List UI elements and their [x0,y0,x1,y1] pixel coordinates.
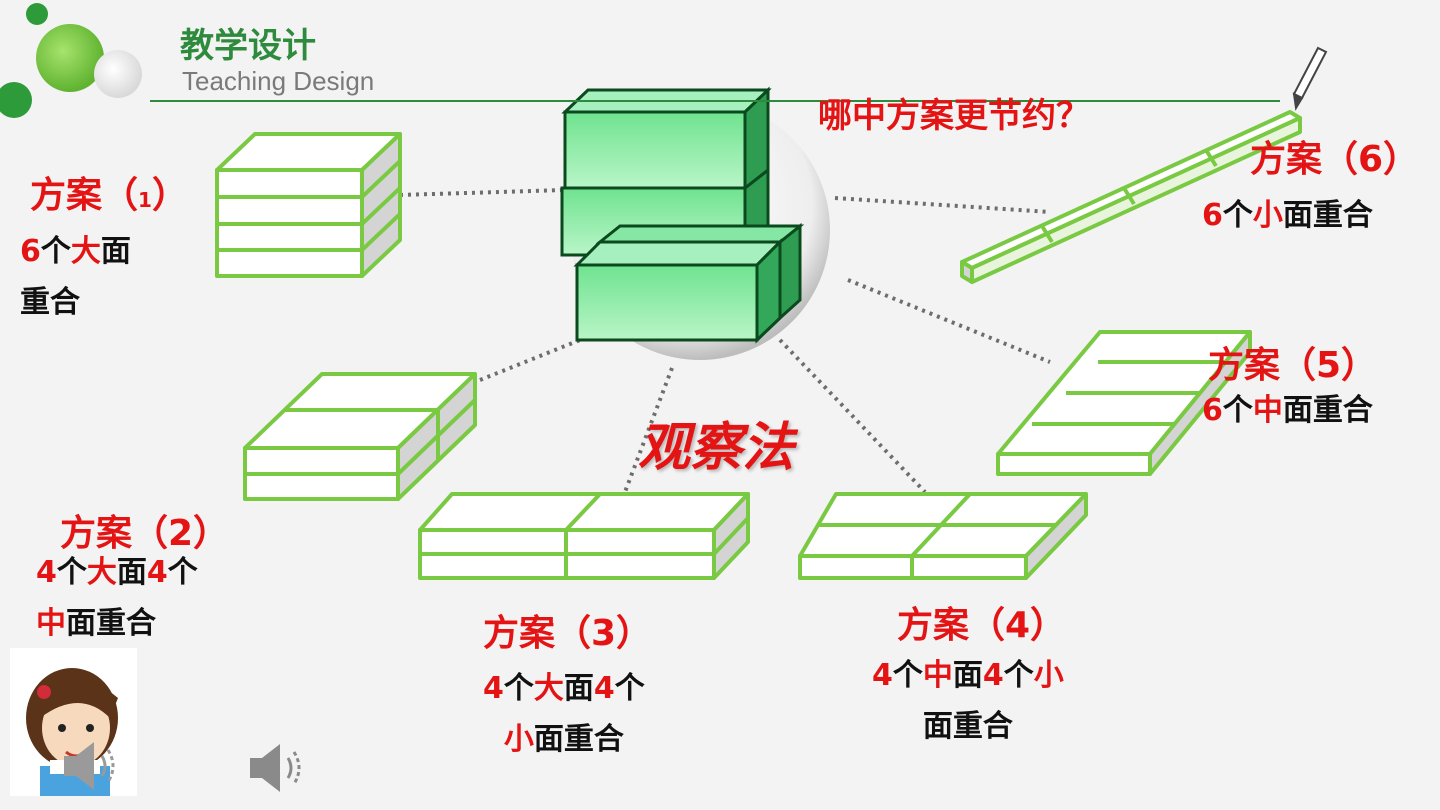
plan-desc-segment: 大 [533,671,564,706]
plan-desc-line: 4个大面4个 [36,547,198,598]
plan6-boxes [960,110,1302,284]
plan-desc-segment: 面 [100,234,131,269]
plan-desc-segment: 大 [86,555,117,590]
plan-desc-segment: 面重合 [1282,198,1373,233]
plan-6-title: 方案（6） [1250,139,1420,180]
plan-desc-segment: 4 [146,555,168,590]
speaker-icon[interactable] [56,738,126,798]
speaker-icon-2[interactable] [246,740,316,800]
plan-desc-segment: 小 [1252,198,1283,233]
plan-desc-line: 面重合 [872,701,1064,752]
plan-desc-line: 4个大面4个 [483,663,645,714]
plan-desc-segment: 个 [1003,658,1034,693]
plan-desc-segment: 大 [70,234,101,269]
plan-desc-segment: 小 [503,722,534,757]
header-divider [150,100,1280,102]
plan-desc-segment: 个 [56,555,87,590]
plan-desc-line: 4个中面4个小 [872,650,1064,701]
plan1-boxes [215,132,402,278]
plan-4-desc: 4个中面4个小面重合 [872,650,1064,752]
plan5-boxes [996,330,1252,476]
plan-desc-segment: 6 [1202,198,1223,233]
plan-desc-segment: 个 [503,671,534,706]
plan-desc-segment: 个 [892,658,923,693]
plan-desc-segment: 中 [1252,393,1283,428]
plan-1-title: 方案（1） [30,175,188,216]
plan3-boxes [418,492,750,580]
plan-desc-segment: 重合 [20,285,80,320]
plan-desc-segment: 4 [872,658,893,693]
plan-desc-line: 小面重合 [483,714,645,765]
question-text: 哪中方案更节约？ [818,96,1090,136]
plan-desc-segment: 4 [982,658,1004,693]
plan-2-desc: 4个大面4个中面重合 [36,547,198,649]
plan4-boxes [798,492,1088,580]
plan-desc-line: 中面重合 [36,598,198,649]
plan-desc-segment: 6 [1202,393,1223,428]
page-subtitle: Teaching Design [182,66,375,96]
plan-desc-line: 6个大面 [20,226,131,277]
plan-desc-segment: 个 [614,671,645,706]
plan-3-desc: 4个大面4个小面重合 [483,663,645,765]
plan-desc-segment: 中 [36,606,66,641]
method-label: 观察法 [638,418,795,478]
plan-desc-segment: 个 [1222,198,1253,233]
connector-lines [399,188,1051,494]
plan-2-title: 方案（2） [60,513,230,554]
plan-desc-segment: 4 [593,671,615,706]
plan-desc-line: 6个小面重合 [1202,190,1373,241]
plan-desc-segment: 面重合 [533,722,624,757]
plan-desc-segment: 小 [1033,658,1064,693]
plan-4-title: 方案（4） [897,605,1067,646]
plan-desc-segment: 面重合 [1282,393,1373,428]
page-title: 教学设计 [180,26,316,66]
plan-desc-segment: 4 [483,671,504,706]
plan2-boxes [243,372,477,501]
plan-desc-line: 重合 [20,277,131,328]
plan-desc-segment: 面 [563,671,594,706]
plan-3-title: 方案（3） [483,613,653,654]
plan-desc-line: 6个中面重合 [1202,385,1373,436]
plan-1-desc: 6个大面重合 [20,226,131,328]
plan-desc-segment: 面 [952,658,983,693]
plan-desc-segment: 中 [922,658,953,693]
logo-balls [0,3,142,118]
plan-desc-segment: 面 [116,555,147,590]
plan-desc-segment: 面重合 [66,606,156,641]
plan-5-title: 方案（5） [1208,345,1378,386]
plan-5-desc: 6个中面重合 [1202,385,1373,436]
plan-desc-segment: 个 [167,555,198,590]
plan-desc-segment: 4 [36,555,57,590]
center-bricks [560,86,805,344]
plan-6-desc: 6个小面重合 [1202,190,1373,241]
plan-desc-segment: 个 [1222,393,1253,428]
plan-desc-segment: 6 [20,234,41,269]
pencil-icon [1292,46,1328,111]
plan-desc-segment: 面重合 [922,709,1013,744]
plan-desc-segment: 个 [40,234,71,269]
